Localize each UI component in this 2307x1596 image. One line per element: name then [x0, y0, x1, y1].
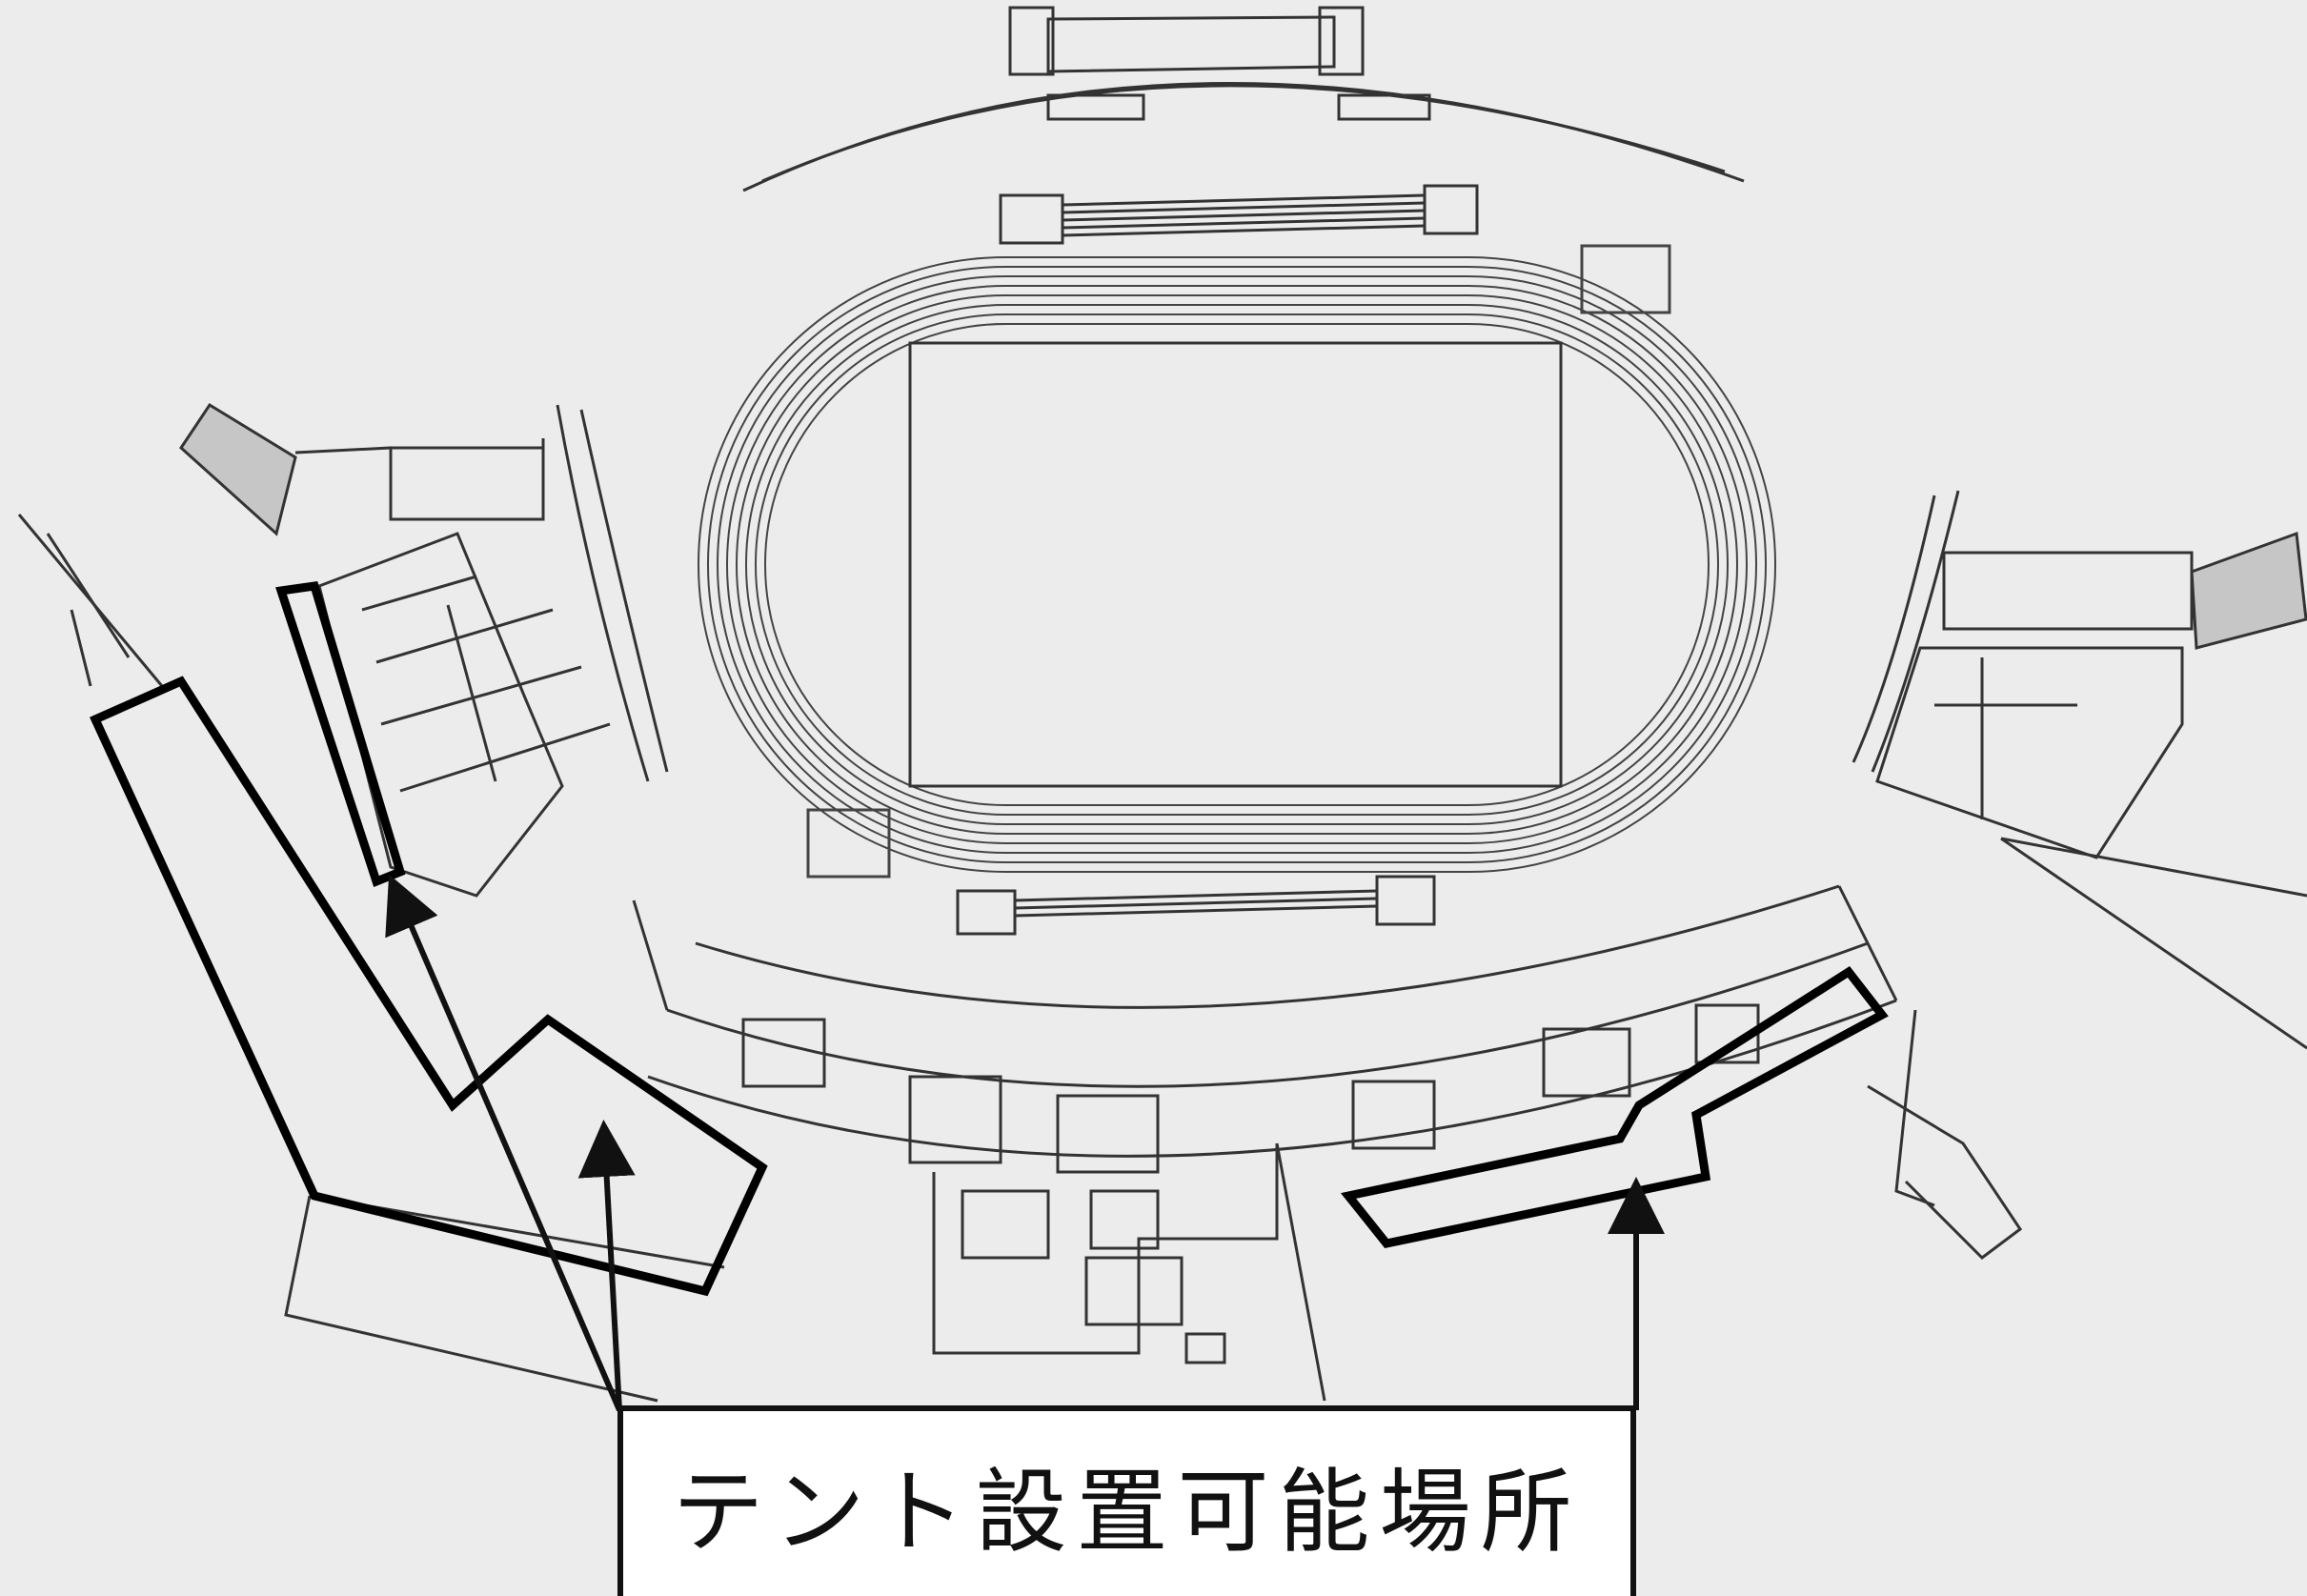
tent-area-east-strip [1340, 966, 1889, 1248]
arrow-to-west-large [577, 1120, 636, 1411]
tent-area-west-strip [275, 580, 406, 887]
tent-area-outlines [90, 580, 1889, 1297]
tent-area-west-large [90, 676, 768, 1297]
north-stand [742, 6, 1745, 192]
arrow-to-west-strip [385, 874, 622, 1412]
infield-pitch [908, 341, 1563, 788]
south-straight [956, 875, 1436, 936]
running-track [698, 244, 1776, 879]
main-stand [632, 884, 1898, 1402]
west-building [179, 402, 669, 898]
callout-arrows [385, 874, 1665, 1412]
tent-area-label: テント設置可能場所 [672, 1458, 1582, 1566]
north-straight [999, 184, 1479, 245]
east-building [1852, 490, 2307, 1260]
tent-area-callout-box: テント設置可能場所 [617, 1405, 1636, 1596]
